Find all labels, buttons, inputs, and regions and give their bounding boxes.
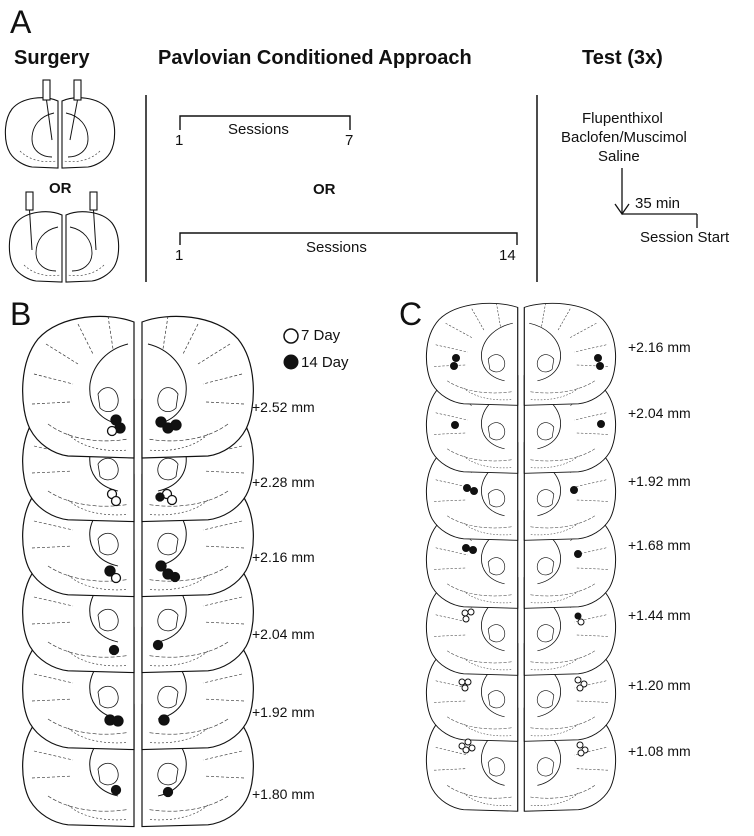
level-label-b: +2.04 mm	[252, 626, 315, 642]
drug-saline: Saline	[598, 148, 640, 165]
timeline-or-label: OR	[313, 181, 336, 198]
session-start-label: Session Start	[640, 229, 730, 246]
legend-14-day: 14 Day	[301, 354, 349, 371]
panel-a-letter: A	[10, 4, 32, 40]
legend-filled-circle	[283, 354, 299, 370]
level-label-b: +1.80 mm	[252, 786, 315, 802]
panel-b-placements	[104, 414, 182, 798]
legend-open-circle	[283, 328, 299, 344]
test-header: Test (3x)	[582, 47, 663, 69]
long-timeline-end: 14	[499, 247, 516, 264]
short-timeline-start: 1	[175, 132, 184, 149]
pavlovian-header: Pavlovian Conditioned Approach	[158, 47, 472, 69]
drug-baclofen-muscimol: Baclofen/Muscimol	[561, 129, 687, 146]
level-label-b: +1.92 mm	[252, 704, 315, 720]
panel-c-letter: C	[399, 296, 423, 332]
surgery-diagram-medial	[4, 79, 116, 169]
panel-c-placements	[450, 354, 605, 757]
legend-7-day: 7 Day	[301, 327, 341, 344]
panel-b-letter: B	[10, 296, 32, 332]
level-label-c: +1.92 mm	[628, 473, 691, 489]
level-label-c: +2.16 mm	[628, 339, 691, 355]
short-timeline-bracket	[179, 115, 351, 130]
drug-flupenthixol: Flupenthixol	[582, 110, 663, 127]
short-timeline-end: 7	[345, 132, 354, 149]
surgery-header: Surgery	[14, 47, 90, 69]
test-flow-arrow	[614, 168, 698, 228]
level-label-c: +1.68 mm	[628, 537, 691, 553]
level-label-b: +2.52 mm	[252, 399, 315, 415]
panel-b-sections	[22, 315, 254, 828]
short-timeline-label: Sessions	[228, 121, 289, 138]
test-delay-label: 35 min	[635, 195, 681, 212]
level-label-c: +1.20 mm	[628, 677, 691, 693]
long-timeline-start: 1	[175, 247, 184, 264]
level-label-c: +1.08 mm	[628, 743, 691, 759]
long-timeline-label: Sessions	[306, 239, 367, 256]
level-label-c: +1.44 mm	[628, 607, 691, 623]
level-label-b: +2.16 mm	[252, 549, 315, 565]
surgery-diagram-lateral	[8, 191, 120, 283]
level-label-b: +2.28 mm	[252, 474, 315, 490]
surgery-or-label: OR	[49, 180, 72, 197]
long-timeline-bracket	[179, 232, 518, 245]
level-label-c: +2.04 mm	[628, 405, 691, 421]
panel-c-sections	[425, 302, 617, 812]
